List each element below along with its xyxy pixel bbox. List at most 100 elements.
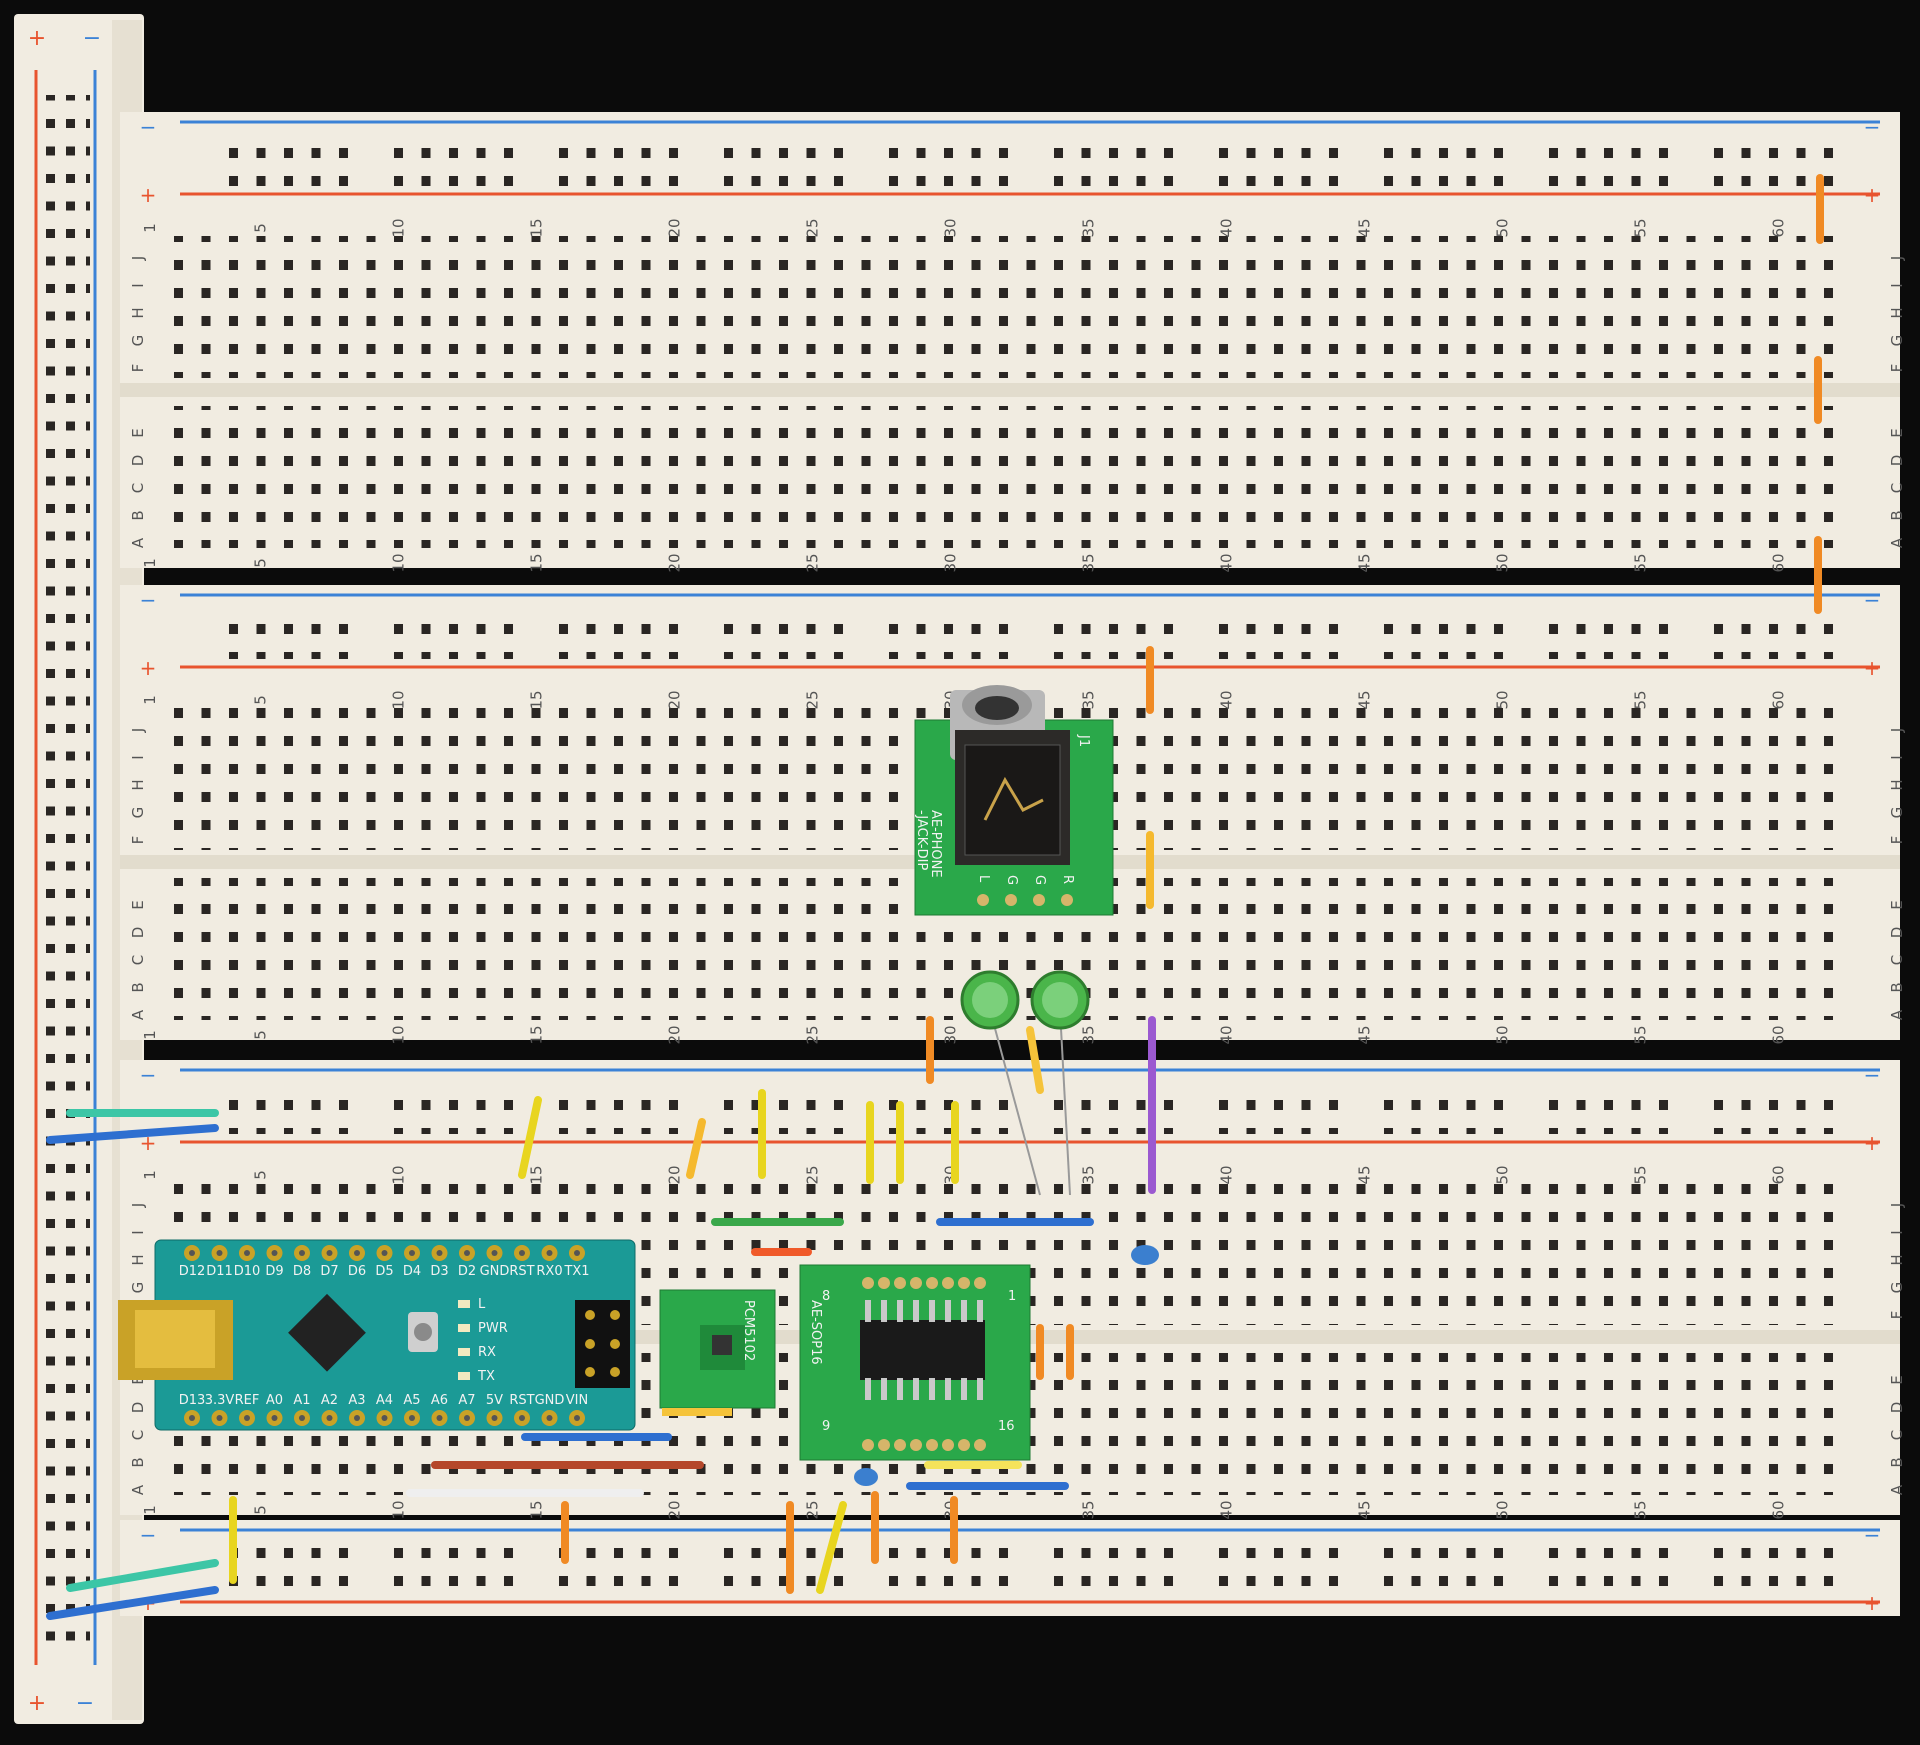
column-number: 60 (1769, 1165, 1787, 1184)
nano-pin-label: RST (509, 1393, 534, 1408)
rail-minus: − (140, 588, 157, 612)
rail-minus: − (140, 115, 157, 139)
column-number: 55 (1631, 1165, 1649, 1184)
nano-pin-label: TX1 (563, 1264, 589, 1279)
svg-text:G: G (1888, 807, 1906, 819)
column-number: 1 (141, 1505, 159, 1515)
electrolytic-capacitors (960, 970, 1090, 1196)
nano-pin-label: D7 (320, 1264, 338, 1279)
column-number: 10 (389, 690, 407, 709)
column-number: 35 (1079, 1025, 1097, 1044)
column-number: 25 (803, 553, 821, 572)
svg-text:G: G (1888, 335, 1906, 347)
svg-text:B: B (1888, 982, 1906, 992)
nano-led-label: PWR (478, 1321, 508, 1336)
nano-pin-label: A7 (458, 1393, 475, 1408)
row-letter: G (129, 807, 147, 819)
phone-jack-module: AE-PHONE -JACK-DIP J1 L G G R (914, 685, 1114, 916)
svg-text:H: H (1888, 1254, 1906, 1265)
jumper-wire (46, 1586, 219, 1620)
column-number: 25 (803, 1025, 821, 1044)
svg-text:I: I (1888, 283, 1906, 287)
column-number: 50 (1493, 1165, 1511, 1184)
row-letter: J (129, 728, 147, 733)
column-number: 45 (1355, 553, 1373, 572)
nano-pin-label: D6 (348, 1264, 366, 1279)
svg-text:E: E (1888, 900, 1906, 909)
row-letter: C (129, 955, 147, 965)
column-number: 25 (803, 1165, 821, 1184)
nano-led-label: TX (477, 1369, 495, 1384)
rail-plus: + (140, 183, 157, 207)
column-number: 55 (1631, 690, 1649, 709)
column-number: 35 (1079, 218, 1097, 237)
nano-pin-label: REF (235, 1393, 260, 1408)
nano-pin-label: A1 (293, 1393, 310, 1408)
nano-pin-label: GND (480, 1264, 510, 1279)
nano-led (458, 1372, 470, 1380)
svg-text:D: D (1888, 455, 1906, 467)
row-letter: I (129, 1230, 147, 1234)
nano-pin-label: D2 (458, 1264, 476, 1279)
column-number: 50 (1493, 218, 1511, 237)
column-number: 50 (1493, 553, 1511, 572)
svg-text:J: J (1888, 728, 1906, 733)
row-letter: E (129, 428, 147, 437)
column-number: 10 (389, 553, 407, 572)
svg-text:D: D (1888, 1402, 1906, 1414)
column-number: 5 (251, 1030, 269, 1040)
svg-text:C: C (1888, 483, 1906, 493)
row-letter: F (129, 836, 147, 845)
row-letter: E (129, 900, 147, 909)
jumper-wire (686, 1118, 706, 1179)
column-number: 25 (803, 218, 821, 237)
svg-text:−: − (1864, 115, 1881, 139)
nano-pin-label: 5V (486, 1393, 503, 1408)
column-number: 15 (527, 690, 545, 709)
column-number: 10 (389, 1500, 407, 1519)
nano-pin-label: D9 (265, 1264, 283, 1279)
svg-text:H: H (1888, 779, 1906, 790)
row-letter: B (129, 982, 147, 992)
column-number: 20 (665, 553, 683, 572)
row-letter: I (129, 283, 147, 287)
column-number: 30 (941, 1025, 959, 1044)
rail-minus-label: − (83, 26, 101, 51)
dac-label: PCM5102 (741, 1300, 756, 1361)
nano-pin-label: D4 (403, 1264, 421, 1279)
ceramic-capacitors (854, 1245, 1159, 1486)
row-letter: A (129, 1484, 147, 1495)
row-letter: A (129, 537, 147, 548)
sop-pin9: 9 (822, 1419, 830, 1434)
rail-plus-label: + (28, 26, 46, 51)
nano-pin-label: VIN (566, 1393, 588, 1408)
nano-led-label: L (478, 1297, 486, 1312)
row-letter: J (129, 256, 147, 261)
column-number: 20 (665, 690, 683, 709)
nano-pin-label: D13 (179, 1393, 206, 1408)
column-number: 15 (527, 1165, 545, 1184)
column-number: 20 (665, 218, 683, 237)
nano-pin-label: D5 (375, 1264, 393, 1279)
power-rail-4: −+−+ (120, 1520, 1900, 1616)
svg-text:A: A (1888, 1484, 1906, 1495)
nano-led (458, 1324, 470, 1332)
column-number: 40 (1217, 1500, 1235, 1519)
column-number: 15 (527, 218, 545, 237)
power-rail-2: −+−+ (120, 585, 1900, 681)
jack-module-name2: -JACK-DIP (914, 810, 929, 870)
row-letter: I (129, 755, 147, 759)
row-letter: H (129, 307, 147, 318)
column-number: 25 (803, 690, 821, 709)
svg-text:E: E (1888, 1375, 1906, 1384)
column-number: 5 (251, 695, 269, 705)
column-number: 40 (1217, 690, 1235, 709)
svg-text:G: G (1888, 1282, 1906, 1294)
column-number: 50 (1493, 1500, 1511, 1519)
nano-pin-label: RST (509, 1264, 534, 1279)
column-number: 1 (141, 223, 159, 233)
nano-pin-label: A3 (348, 1393, 365, 1408)
row-letter: H (129, 1254, 147, 1265)
